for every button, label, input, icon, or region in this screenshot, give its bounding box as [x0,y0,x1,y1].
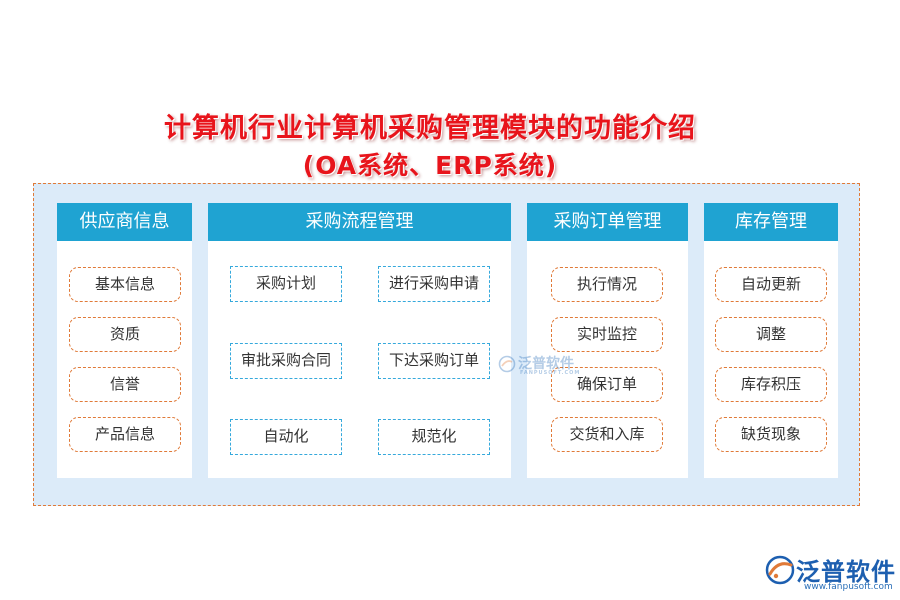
item-delivery-storage: 交货和入库 [551,417,663,452]
item-standardization: 规范化 [378,419,490,455]
brand-url: www.fanpusoft.com [804,582,893,592]
item-purchase-request: 进行采购申请 [378,266,490,302]
item-basic-info: 基本信息 [69,267,181,302]
column-header: 采购流程管理 [208,203,511,241]
column-purchase-order: 采购订单管理 执行情况 实时监控 确保订单 交货和入库 [527,203,688,478]
watermark: 泛普软件 FANPUSOFT.COM [498,353,588,383]
item-realtime-monitor: 实时监控 [551,317,663,352]
brand-logo-icon [765,555,795,585]
brand-name: 泛普软件 [796,558,896,586]
item-out-of-stock: 缺货现象 [715,417,827,452]
item-overstock: 库存积压 [715,367,827,402]
item-auto-update: 自动更新 [715,267,827,302]
column-inventory: 库存管理 自动更新 调整 库存积压 缺货现象 [704,203,838,478]
watermark-text: 泛普软件 [518,356,574,372]
column-header: 采购订单管理 [527,203,688,241]
item-qualification: 资质 [69,317,181,352]
column-procurement-process: 采购流程管理 采购计划 进行采购申请 审批采购合同 下达采购订单 自动化 规范化 [208,203,511,478]
brand-logo: 泛普软件 www.fanpusoft.com [762,548,896,594]
item-execution-status: 执行情况 [551,267,663,302]
item-approve-contract: 审批采购合同 [230,343,342,379]
watermark-logo-icon [498,355,516,373]
item-adjust: 调整 [715,317,827,352]
item-reputation: 信誉 [69,367,181,402]
item-ensure-order: 确保订单 [551,367,663,402]
column-supplier-info: 供应商信息 基本信息 资质 信誉 产品信息 [57,203,192,478]
column-header: 库存管理 [704,203,838,241]
diagram-title: 计算机行业计算机采购管理模块的功能介绍 [164,113,696,144]
item-product-info: 产品信息 [69,417,181,452]
item-purchase-plan: 采购计划 [230,266,342,302]
item-issue-order: 下达采购订单 [378,343,490,379]
diagram-subtitle: (OA系统、ERP系统) [302,151,558,180]
item-automation: 自动化 [230,419,342,455]
watermark-sub: FANPUSOFT.COM [520,370,581,376]
column-header: 供应商信息 [57,203,192,241]
